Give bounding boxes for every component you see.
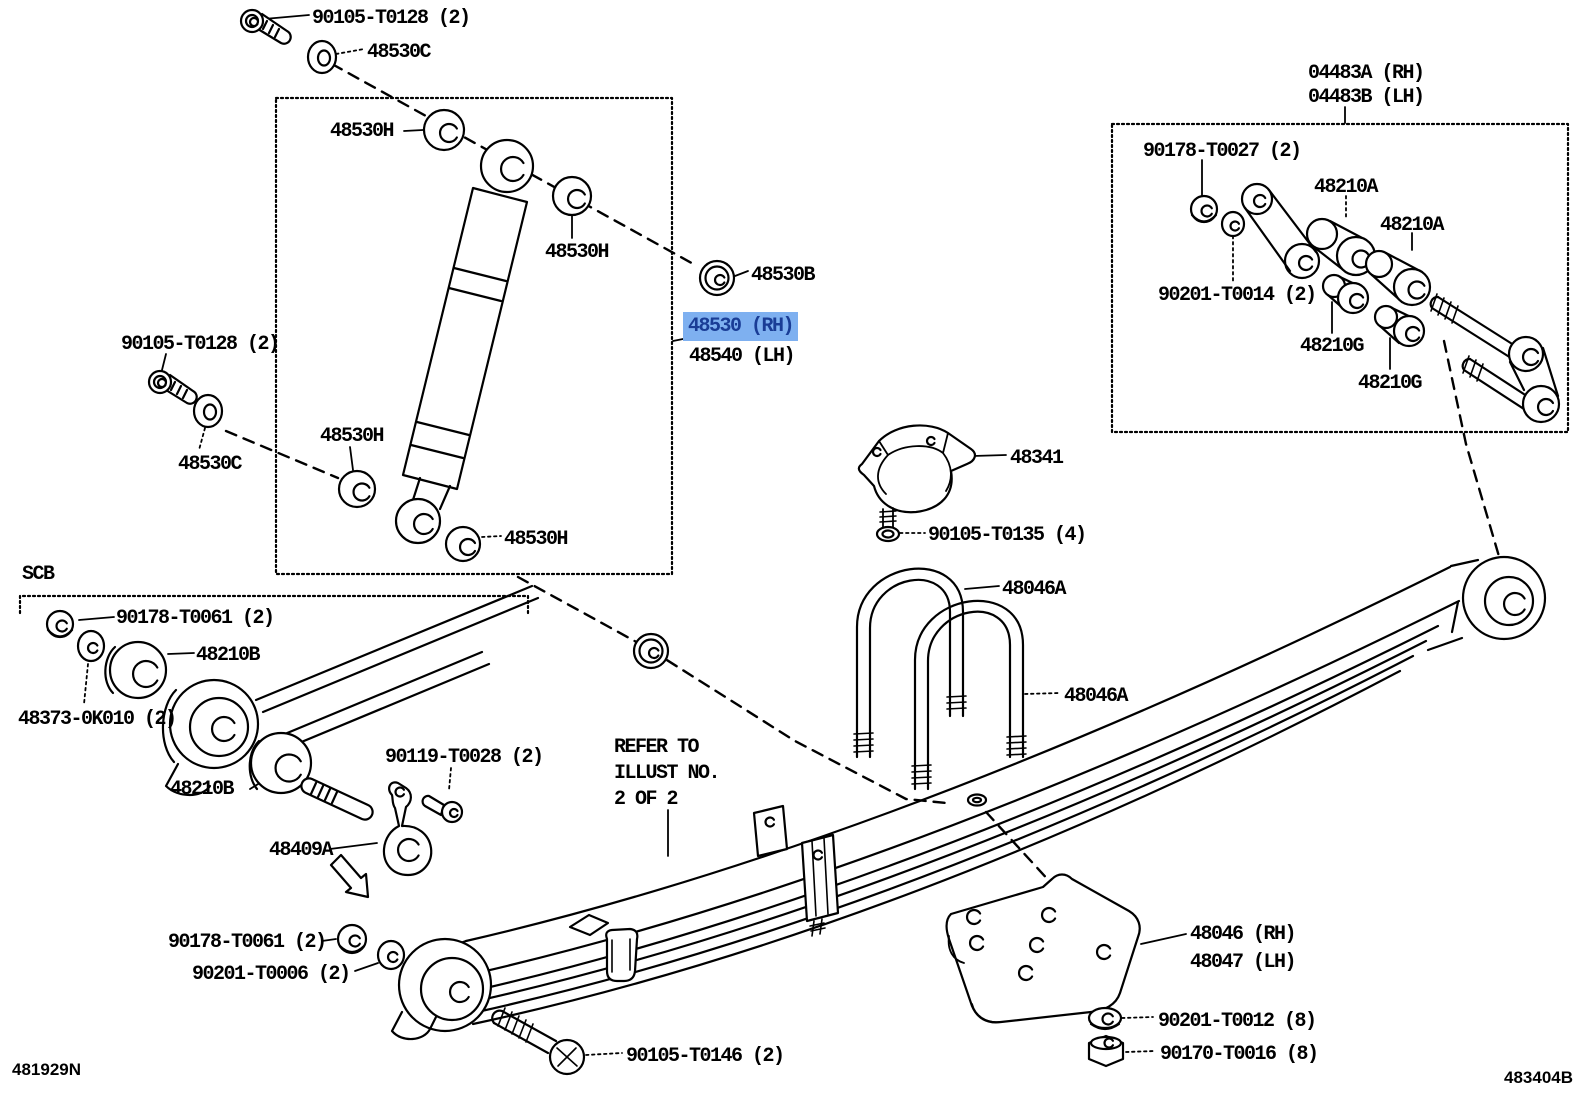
- label-48530-RH[interactable]: 48530 (RH): [683, 312, 799, 341]
- u-bolt-48046A-1-icon: [853, 567, 967, 759]
- label-90105-T0135[interactable]: 90105-T0135 (4): [928, 524, 1087, 547]
- bolt-90105-T0135-icon: [875, 507, 901, 543]
- label-90201-T0006[interactable]: 90201-T0006 (2): [192, 963, 351, 986]
- label-48530C-top[interactable]: 48530C: [367, 41, 432, 64]
- shackle-outer-studs-icon: [1429, 293, 1561, 424]
- nut-90178-T0061-a-icon: [45, 609, 75, 639]
- label-90178-T0027[interactable]: 90178-T0027 (2): [1143, 140, 1302, 163]
- label-48540-LH[interactable]: 48540 (LH): [689, 345, 796, 368]
- grommet-48530B-1-icon: [698, 259, 736, 297]
- label-48341[interactable]: 48341: [1010, 447, 1064, 470]
- label-04483A[interactable]: 04483A (RH): [1308, 62, 1425, 85]
- shackle-kit-box: [1110, 122, 1570, 434]
- dotted-leader-lines: [83, 48, 1347, 1056]
- washer-90201-T0006-icon: [376, 939, 406, 971]
- label-48210A-1[interactable]: 48210A: [1314, 176, 1379, 199]
- nut-90178-T0061-b-icon: [336, 923, 368, 955]
- label-48530H-2[interactable]: 48530H: [545, 241, 610, 264]
- label-04483B[interactable]: 04483B (LH): [1308, 86, 1425, 109]
- bushing-48530H-3-icon: [337, 469, 377, 509]
- label-48530C-left[interactable]: 48530C: [178, 453, 243, 476]
- washer-90201-T0014-icon: [1220, 210, 1246, 238]
- label-48210B-2[interactable]: 48210B: [170, 778, 235, 801]
- label-48530H-3[interactable]: 48530H: [320, 425, 385, 448]
- leaf-spring-drawing: [390, 555, 1547, 1041]
- leader-lines: [78, 14, 1413, 972]
- label-90170-T0016[interactable]: 90170-T0016 (8): [1160, 1043, 1319, 1066]
- ghost-spring-front-drawing: [161, 584, 540, 797]
- direction-arrow-icon: [329, 853, 370, 899]
- bushing-48530H-4-icon: [444, 525, 482, 563]
- label-48210G-2[interactable]: 48210G: [1358, 372, 1423, 395]
- spring-pin-icon: [300, 777, 374, 821]
- bushing-48210G-1-icon: [1321, 273, 1370, 315]
- scb-bracket-line: [18, 594, 530, 615]
- label-90105-T0128-left[interactable]: 90105-T0128 (2): [121, 333, 280, 356]
- bushing-48530H-2-icon: [551, 175, 593, 217]
- bushing-48210A-2-icon: [1364, 249, 1432, 307]
- label-48210B-1[interactable]: 48210B: [196, 644, 261, 667]
- label-90105-T0146[interactable]: 90105-T0146 (2): [626, 1045, 785, 1068]
- u-bolt-48046A-2-icon: [911, 599, 1027, 791]
- label-48210G-1[interactable]: 48210G: [1300, 335, 1365, 358]
- nut-90170-T0016-icon: [1087, 1034, 1125, 1068]
- bolt-90105-T0128-a-icon: [239, 8, 292, 45]
- label-90119-T0028[interactable]: 90119-T0028 (2): [385, 746, 544, 769]
- bushing-48210B-2-icon: [248, 731, 313, 795]
- label-90201-T0012[interactable]: 90201-T0012 (8): [1158, 1010, 1317, 1033]
- label-sheet-id-left: 481929N: [12, 1060, 82, 1079]
- label-sheet-id-right: 483404B: [1504, 1068, 1574, 1087]
- bolt-90119-T0028-icon: [421, 794, 464, 824]
- label-90178-T0061-top[interactable]: 90178-T0061 (2): [116, 607, 275, 630]
- label-48047-LH[interactable]: 48047 (LH): [1190, 951, 1297, 974]
- washer-48373-icon: [76, 629, 106, 663]
- grommet-48530B-2-icon: [632, 632, 670, 670]
- shock-group-box: [274, 96, 674, 576]
- bumper-48341-icon: [857, 424, 977, 514]
- bolt-90105-T0146-icon: [491, 1007, 586, 1076]
- bolt-90105-T0128-b-icon: [147, 369, 198, 405]
- bushing-48210B-1-icon: [104, 640, 168, 700]
- label-48210A-2[interactable]: 48210A: [1380, 214, 1445, 237]
- label-48530B-1[interactable]: 48530B: [751, 264, 816, 287]
- plate-48046-icon: [945, 873, 1141, 1024]
- shock-absorber-drawing: [394, 138, 535, 545]
- label-90201-T0014[interactable]: 90201-T0014 (2): [1158, 284, 1317, 307]
- label-refer-note: REFER TO ILLUST NO. 2 OF 2: [614, 736, 721, 811]
- label-90105-T0128-top[interactable]: 90105-T0128 (2): [312, 7, 471, 30]
- label-48530H-1[interactable]: 48530H: [330, 120, 395, 143]
- label-48046A-2[interactable]: 48046A: [1064, 685, 1129, 708]
- bushing-48210G-2-icon: [1373, 304, 1426, 348]
- label-48046-RH[interactable]: 48046 (RH): [1190, 923, 1297, 946]
- nut-90178-T0027-icon: [1189, 194, 1219, 224]
- label-48409A[interactable]: 48409A: [269, 839, 334, 862]
- label-48373-0K010[interactable]: 48373-0K010 (2): [18, 708, 177, 731]
- washer-48530C-b-icon: [192, 393, 224, 429]
- label-scb: SCB: [22, 563, 55, 586]
- nut-90201-T0012-icon: [1087, 1006, 1123, 1031]
- bushing-48530H-1-icon: [422, 108, 466, 152]
- label-90178-T0061-bottom[interactable]: 90178-T0061 (2): [168, 931, 327, 954]
- washer-48530C-a-icon: [306, 39, 338, 75]
- bracket-48409A-icon: [382, 781, 433, 877]
- label-48530H-4[interactable]: 48530H: [504, 528, 569, 551]
- label-48046A-1[interactable]: 48046A: [1002, 578, 1067, 601]
